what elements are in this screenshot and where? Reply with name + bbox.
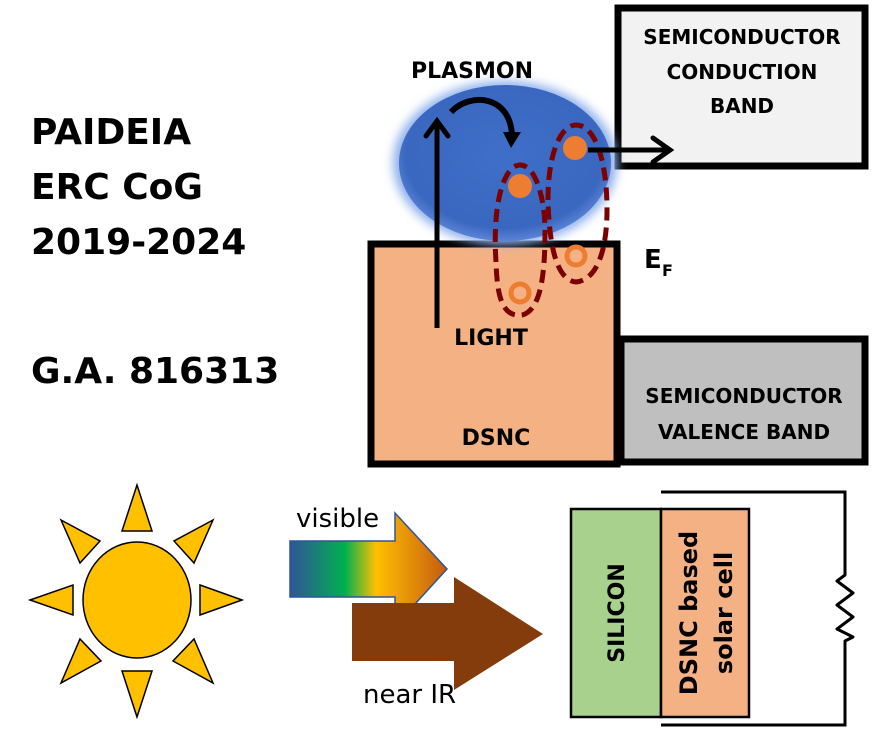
valence-band: SEMICONDUCTOR VALENCE BAND	[617, 335, 869, 466]
dsnc-solar-cell: DSNC based solar cell	[659, 507, 751, 719]
sun-disc	[82, 541, 192, 659]
resistor-gap	[839, 525, 851, 680]
circuit	[661, 490, 855, 727]
light-arrow: LIGHT	[423, 116, 528, 351]
dsnc-block: DSNC	[367, 240, 621, 468]
dsnc-cell-label-line-2: solar cell	[710, 552, 738, 674]
sun-ray-sw	[59, 637, 103, 685]
sun-icon	[27, 482, 245, 720]
hot-electron-2	[563, 136, 587, 160]
light-label: LIGHT	[454, 326, 528, 351]
excitation-loop-2	[545, 122, 610, 285]
fermi-level: E F	[644, 245, 673, 280]
plasmon: PLASMON	[393, 59, 617, 245]
valence-label-line-1: SEMICONDUCTOR	[645, 384, 842, 408]
project-period: 2019-2024	[31, 222, 246, 263]
resistor-icon	[835, 525, 855, 680]
plasmon-label: PLASMON	[411, 59, 533, 84]
conduction-label-line-2: CONDUCTION	[667, 60, 818, 84]
dsnc-label: DSNC	[462, 426, 531, 451]
silicon-box	[569, 507, 663, 719]
conduction-label-line-1: SEMICONDUCTOR	[643, 25, 840, 49]
plasmon-ellipse	[399, 85, 611, 241]
curved-arrow-head	[503, 132, 521, 148]
injection-arrow-head	[650, 135, 675, 165]
visible-arrow-shape	[289, 511, 449, 628]
project-name: PAIDEIA	[31, 112, 191, 153]
project-info: PAIDEIA ERC CoG 2019-2024 G.A. 816313	[31, 112, 279, 392]
carriers	[508, 136, 588, 305]
sun-ray-se	[171, 637, 215, 685]
injection-arrow	[588, 135, 675, 165]
silicon-cell: SILICON	[569, 507, 663, 719]
sun-ray-n	[120, 482, 154, 532]
curved-arrow-shaft	[448, 96, 515, 136]
hole-2	[564, 244, 588, 268]
fermi-label: E	[644, 245, 662, 275]
hole-1	[508, 281, 532, 305]
light-arrow-head	[423, 116, 451, 139]
sun-ray-ne	[172, 518, 215, 565]
conduction-label-line-3: BAND	[710, 94, 774, 118]
excitation-loop-1	[492, 162, 548, 318]
plasmon-decay-arrow	[448, 96, 521, 148]
silicon-label: SILICON	[605, 563, 630, 663]
sun-ray-s	[120, 670, 154, 720]
visible-label: visible	[296, 504, 379, 534]
excitation-loops	[492, 122, 610, 318]
fermi-subscript: F	[662, 261, 673, 280]
near-ir-arrow: near IR	[352, 577, 543, 710]
valence-label-line-2: VALENCE BAND	[658, 420, 830, 444]
valence-band-box	[617, 335, 869, 466]
sun-ray-w	[27, 583, 74, 617]
grant-type: ERC CoG	[31, 167, 203, 208]
sun-ray-nw	[59, 518, 102, 565]
sun-ray-e	[199, 583, 245, 617]
dsnc-cell-label-line-1: DSNC based	[675, 531, 703, 695]
dsnc-cell-box	[659, 507, 751, 719]
near-ir-arrow-shape	[352, 577, 543, 690]
visible-light-arrow: visible	[289, 504, 449, 628]
grant-agreement: G.A. 816313	[31, 351, 279, 392]
near-ir-label: near IR	[363, 680, 456, 710]
hot-electron-1	[508, 174, 532, 198]
